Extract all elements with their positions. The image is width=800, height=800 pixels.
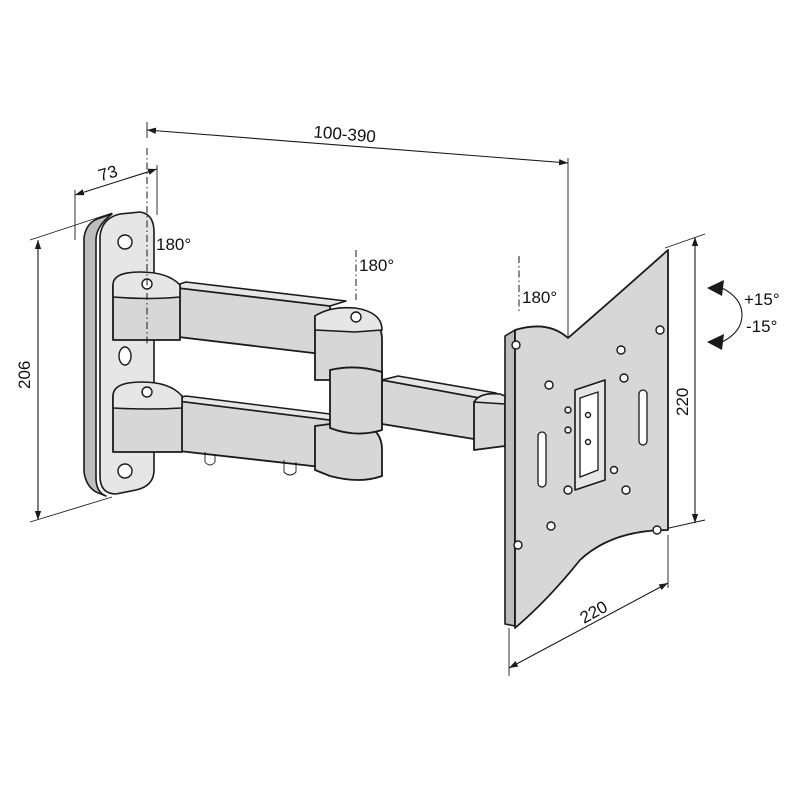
reach-dimension-label: 100-390	[313, 122, 377, 146]
dimension-lines	[29, 122, 706, 676]
tv-plate	[504, 249, 669, 629]
wall-plate-height-label: 206	[15, 361, 34, 389]
forearm	[381, 375, 506, 451]
plate-height-label: 220	[673, 388, 692, 416]
tilt-arrow-icon	[707, 280, 743, 350]
arm-pivot-rotation-label: 180°	[359, 256, 394, 275]
depth-dimension-label: 73	[96, 162, 120, 186]
tilt-up-label: +15°	[744, 290, 780, 309]
wall-pivot-rotation-label: 180°	[156, 235, 191, 254]
wall-plate	[83, 211, 155, 497]
pivot-axes	[146, 148, 520, 345]
plate-width-label: 220	[577, 597, 611, 627]
plate-pivot-rotation-label: 180°	[522, 288, 557, 307]
tilt-down-label: -15°	[746, 317, 777, 336]
